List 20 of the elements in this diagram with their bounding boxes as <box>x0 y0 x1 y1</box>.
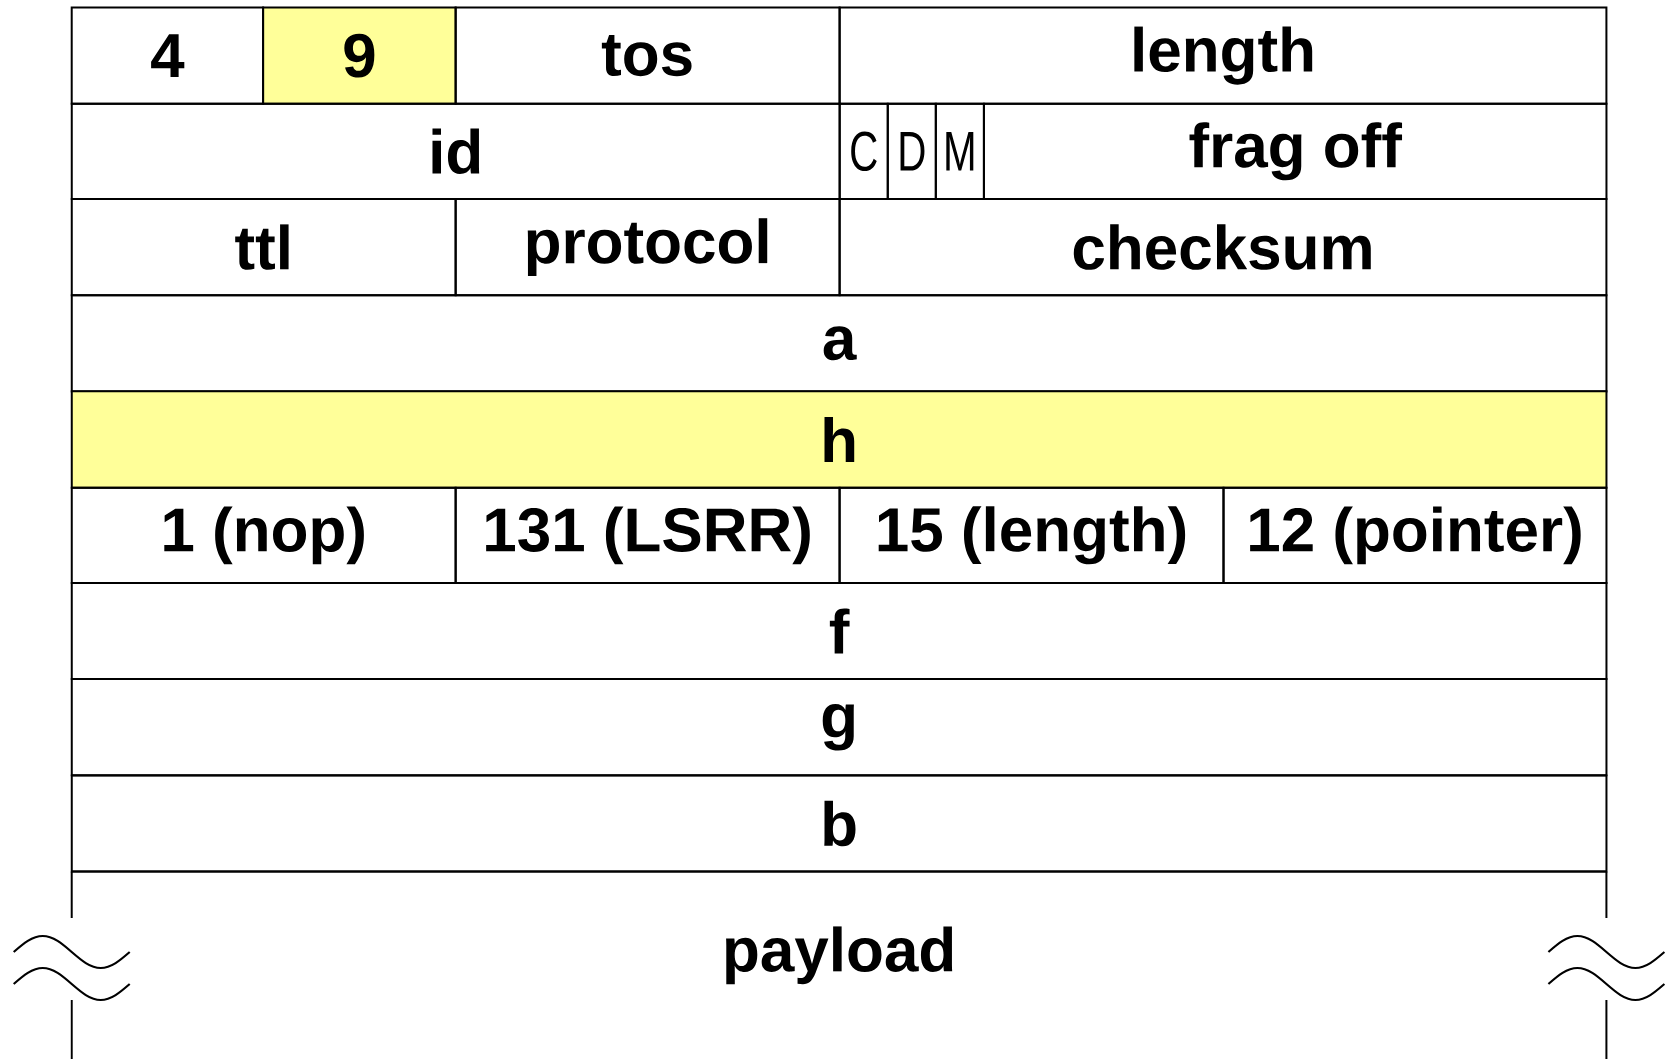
flag-cell: D <box>886 102 937 200</box>
field-cell: f <box>70 581 1608 681</box>
field-cell: b <box>70 774 1608 873</box>
field-cell: length <box>838 6 1608 105</box>
flag-cell: M <box>934 102 985 200</box>
flag-cell: C <box>838 102 889 200</box>
field-cell: checksum <box>838 197 1608 297</box>
field-cell: frag off <box>982 102 1608 200</box>
field-cell: id <box>70 102 841 200</box>
field-cell: g <box>70 678 1608 777</box>
field-cell: ttl <box>70 197 457 297</box>
field-cell: 9 <box>262 6 457 105</box>
field-cell: protocol <box>454 197 841 297</box>
field-cell: 12 (pointer) <box>1222 486 1608 584</box>
field-cell: tos <box>454 6 841 105</box>
field-cell: h <box>70 390 1608 489</box>
field-cell: 15 (length) <box>838 486 1225 584</box>
field-cell: 1 (nop) <box>70 486 457 584</box>
payload-area: payload <box>13 870 1666 1059</box>
field-cell: 131 (LSRR) <box>454 486 841 584</box>
